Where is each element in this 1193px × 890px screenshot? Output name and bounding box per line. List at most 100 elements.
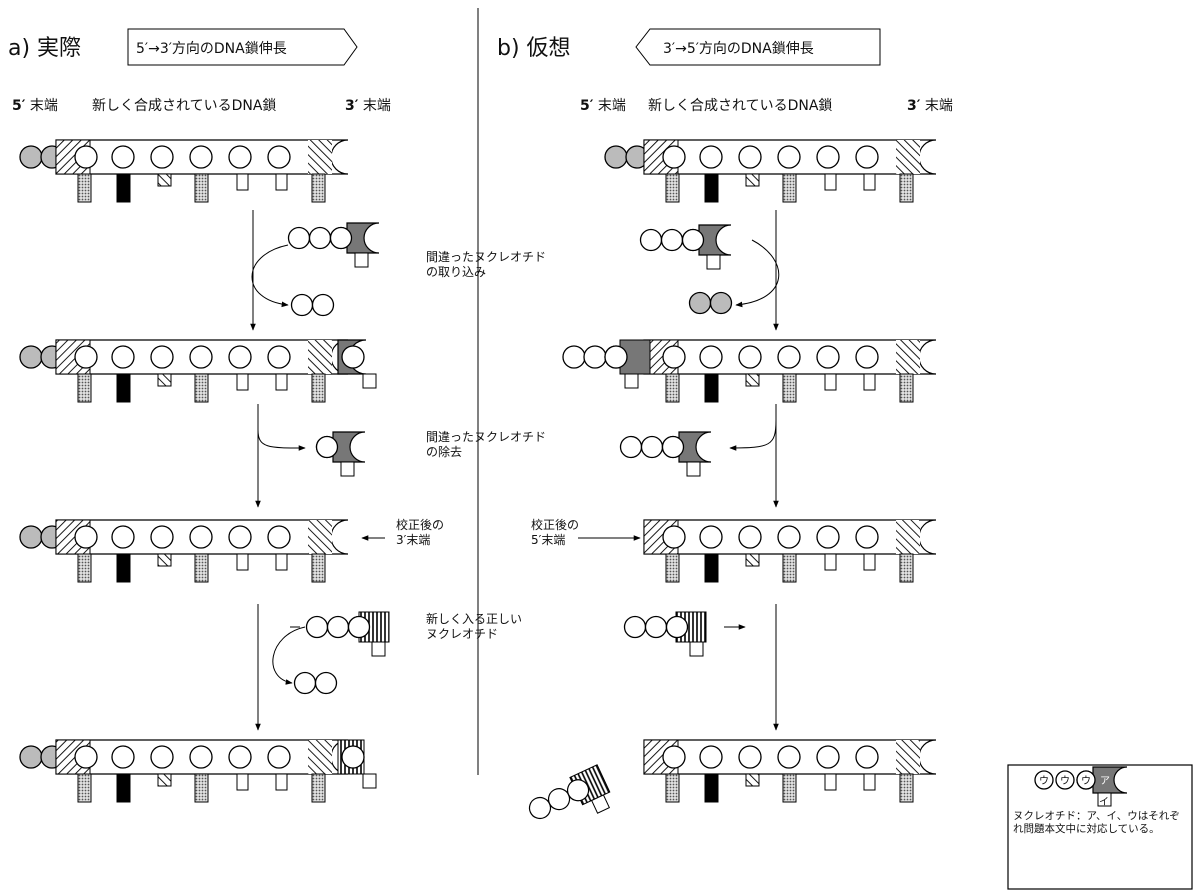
panel-a-5prime-end: 5′ 末端 <box>12 95 58 115</box>
b-row0-base-3 <box>783 174 796 202</box>
a-row3-phosphate-3 <box>190 746 212 768</box>
panel-b-strand-label: 新しく合成されているDNA鎖 <box>648 95 832 115</box>
b-row0-base-5 <box>864 174 875 190</box>
panel-b-3prime-end: 3′ 末端 <box>907 95 953 115</box>
b-row1-base-4 <box>825 374 836 390</box>
b-row1-phosphate-2 <box>739 346 761 368</box>
b-row3-base-6 <box>900 774 913 802</box>
b-row2-phosphate-4 <box>817 526 839 548</box>
a-row0-phosphate-3 <box>190 146 212 168</box>
step1-caption-line2: の取り込み <box>426 265 546 280</box>
b-row3-base-3 <box>783 774 796 802</box>
b-step1-released-2 <box>711 293 732 314</box>
step2-caption: 間違ったヌクレオチド の除去 <box>426 430 546 460</box>
a-row1-base-4 <box>237 374 248 390</box>
b-arrow-release-1 <box>736 240 779 305</box>
b-row3-hatch-right <box>896 740 920 774</box>
proofread-a-line1: 校正後の <box>396 518 444 533</box>
a-step3-released-1 <box>295 673 316 694</box>
panel-a-3prime-end: 3′ 末端 <box>345 95 391 115</box>
b-step1-incoming-circle-front <box>683 230 704 251</box>
b-row0-phosphate-1 <box>700 146 722 168</box>
a-row2-phosphate-3 <box>190 526 212 548</box>
panel-a-3prime: 3′ <box>345 98 358 114</box>
a-row3-base-2 <box>158 774 171 786</box>
a-row3-hatch-right <box>308 740 332 774</box>
a-row0-gray-circle-1 <box>20 146 42 168</box>
b-row1-hatch-right <box>896 340 920 374</box>
a-step2-removed-circle-front <box>317 437 338 458</box>
b-step2-removed-base <box>687 462 700 476</box>
b-row0-phosphate-2 <box>739 146 761 168</box>
a-row3-phosphate-2 <box>151 746 173 768</box>
b-row3-base-4 <box>825 774 836 790</box>
b-row1-phosphate-5 <box>856 346 878 368</box>
panel-b-direction-label: 3′→5′方向のDNA鎖伸長 <box>663 38 814 58</box>
a-step3-circle-1 <box>328 617 349 638</box>
a-row3-base-0 <box>78 774 91 802</box>
b-row2-base-3 <box>783 554 796 582</box>
b-row3-base-2 <box>746 774 759 786</box>
step3-caption-line1: 新しく入る正しい <box>426 612 522 627</box>
legend-u1: ウ <box>1038 772 1050 787</box>
step1-caption: 間違ったヌクレオチド の取り込み <box>426 250 546 280</box>
a-row0-hatch-right <box>308 140 332 174</box>
b-row2-hatch-right <box>896 520 920 554</box>
a-row1-base-2 <box>158 374 171 386</box>
b-row1-phosphate-1 <box>700 346 722 368</box>
legend-note: ヌクレオチド：ア、イ、ウはそれぞれ問題本文中に対応している。 <box>1013 810 1185 836</box>
proofread-b-line2: 5′末端 <box>531 533 579 548</box>
a-step3-circle-0 <box>307 617 328 638</box>
b-step1-incoming-base <box>707 255 720 269</box>
a-arrow-release-1 <box>252 245 288 305</box>
b-row1-phosphate-3 <box>778 346 800 368</box>
a-row3-phosphate-5 <box>268 746 290 768</box>
a-row3-base-6 <box>312 774 325 802</box>
panel-a-5prime-suffix: 末端 <box>30 98 58 114</box>
panel-b-5prime-suffix: 末端 <box>598 98 626 114</box>
b-row1-circle-front <box>605 346 627 368</box>
b-row2-phosphate-3 <box>778 526 800 548</box>
panel-b-5prime-end: 5′ 末端 <box>580 95 626 115</box>
a-row1-base-5 <box>276 374 287 390</box>
b-row1-base-1 <box>705 374 718 402</box>
a-step3-circle-front <box>349 617 370 638</box>
b-step3-correct-base <box>690 642 703 656</box>
a-row3-base-1 <box>117 774 130 802</box>
a-arrow-remove <box>258 430 305 448</box>
b-row3-phosphate-2 <box>739 746 761 768</box>
proofread-a-line2: 3′末端 <box>396 533 444 548</box>
a-row1-base-6 <box>312 374 325 402</box>
a-row1-gray-circle-1 <box>20 346 42 368</box>
b-row1-circle-1 <box>563 346 585 368</box>
a-row3-phosphate-1 <box>112 746 134 768</box>
a-row0-base-3 <box>195 174 208 202</box>
panel-b-label: b) 仮想 <box>497 30 571 62</box>
b-row3-phosphate-0 <box>663 746 685 768</box>
a-step1-released-2 <box>313 295 334 316</box>
a-row0-phosphate-0 <box>75 146 97 168</box>
b-row0-phosphate-5 <box>856 146 878 168</box>
a-row1-phosphate-3 <box>190 346 212 368</box>
b-row2-phosphate-5 <box>856 526 878 548</box>
a-row0-phosphate-2 <box>151 146 173 168</box>
a-row2-phosphate-2 <box>151 526 173 548</box>
step3-caption: 新しく入る正しい ヌクレオチド <box>426 612 522 642</box>
a-row2-phosphate-0 <box>75 526 97 548</box>
a-row0-phosphate-1 <box>112 146 134 168</box>
b-row2-phosphate-0 <box>663 526 685 548</box>
step1-caption-line1: 間違ったヌクレオチド <box>426 250 546 265</box>
b-row2-base-2 <box>746 554 759 566</box>
b-row1-phosphate-0 <box>663 346 685 368</box>
a-row2-base-5 <box>276 554 287 570</box>
panel-b-5prime: 5′ <box>580 98 593 114</box>
a-row0-base-6 <box>312 174 325 202</box>
step2-caption-line1: 間違ったヌクレオチド <box>426 430 546 445</box>
a-row2-base-0 <box>78 554 91 582</box>
legend-u3: ウ <box>1080 772 1092 787</box>
b-step1-released-1 <box>690 293 711 314</box>
b-step3-circle-front <box>667 617 688 638</box>
a-row3-phosphate-4 <box>229 746 251 768</box>
a-row1-wrong-base <box>363 374 376 388</box>
a-row1-base-0 <box>78 374 91 402</box>
